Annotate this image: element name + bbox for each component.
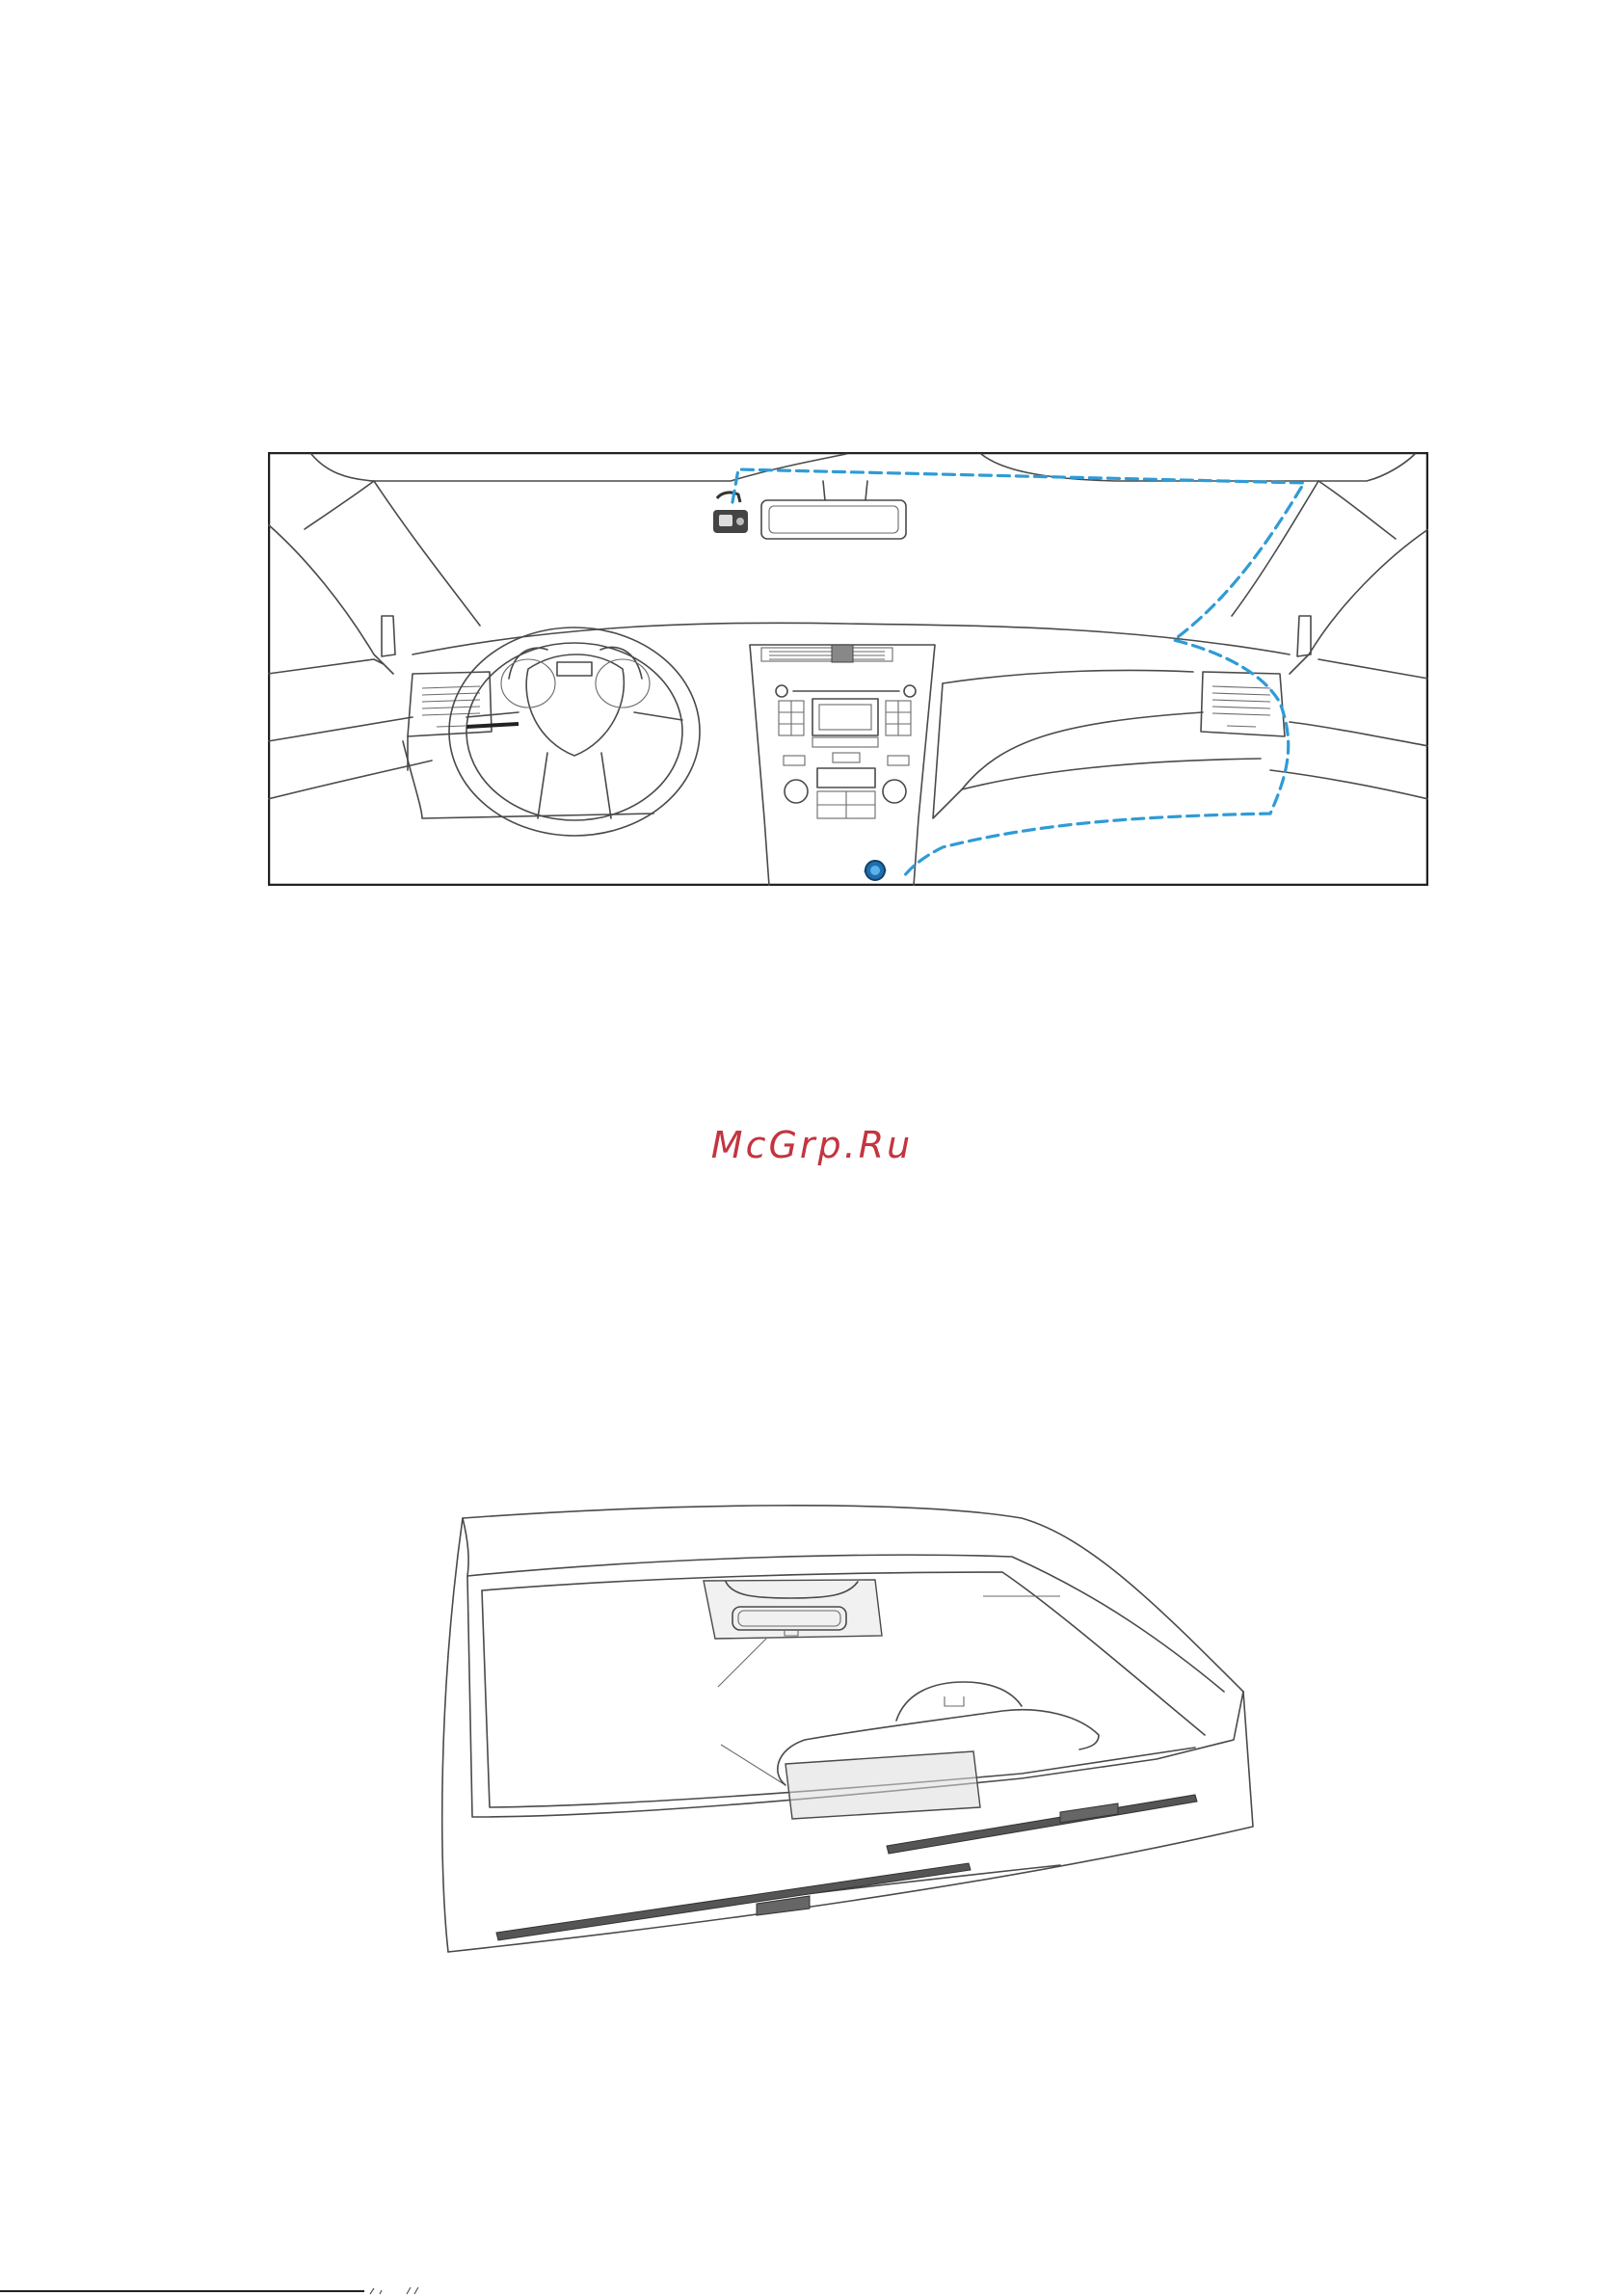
watermark-text: McGrp.Ru	[0, 1124, 1624, 1166]
dashboard-cable-routing-figure	[268, 452, 1428, 886]
mirror-mount-zone	[704, 1580, 882, 1639]
footer-marks	[368, 2284, 445, 2296]
power-socket-icon	[865, 861, 885, 880]
wiper-icon	[496, 1795, 1197, 1940]
footer-rule	[0, 2290, 364, 2292]
windshield-mounting-figure	[424, 1499, 1272, 1962]
